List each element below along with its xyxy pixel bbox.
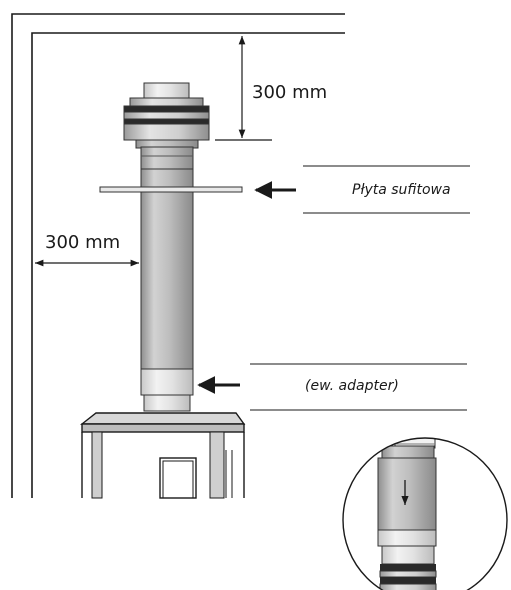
- flue-cap: [123, 82, 210, 149]
- adapter: [140, 368, 194, 412]
- side-clearance-label: 300 mm: [45, 232, 120, 253]
- ceiling-plate-callout: Płyta sufitowa: [254, 165, 470, 214]
- ceiling-plate: [99, 186, 243, 193]
- adapter-callout: (ew. adapter): [197, 363, 467, 411]
- flue-pipe: [140, 146, 194, 370]
- side-clearance-dimension: 300 mm: [35, 232, 139, 267]
- detail-magnifier: [342, 437, 508, 590]
- top-clearance-label: 300 mm: [252, 82, 327, 103]
- appliance-body: [79, 412, 246, 499]
- ceiling-plate-label: Płyta sufitowa: [352, 182, 451, 198]
- top-clearance-dimension: 300 mm: [215, 36, 327, 141]
- room-walls: [11, 13, 345, 498]
- adapter-label: (ew. adapter): [305, 378, 399, 394]
